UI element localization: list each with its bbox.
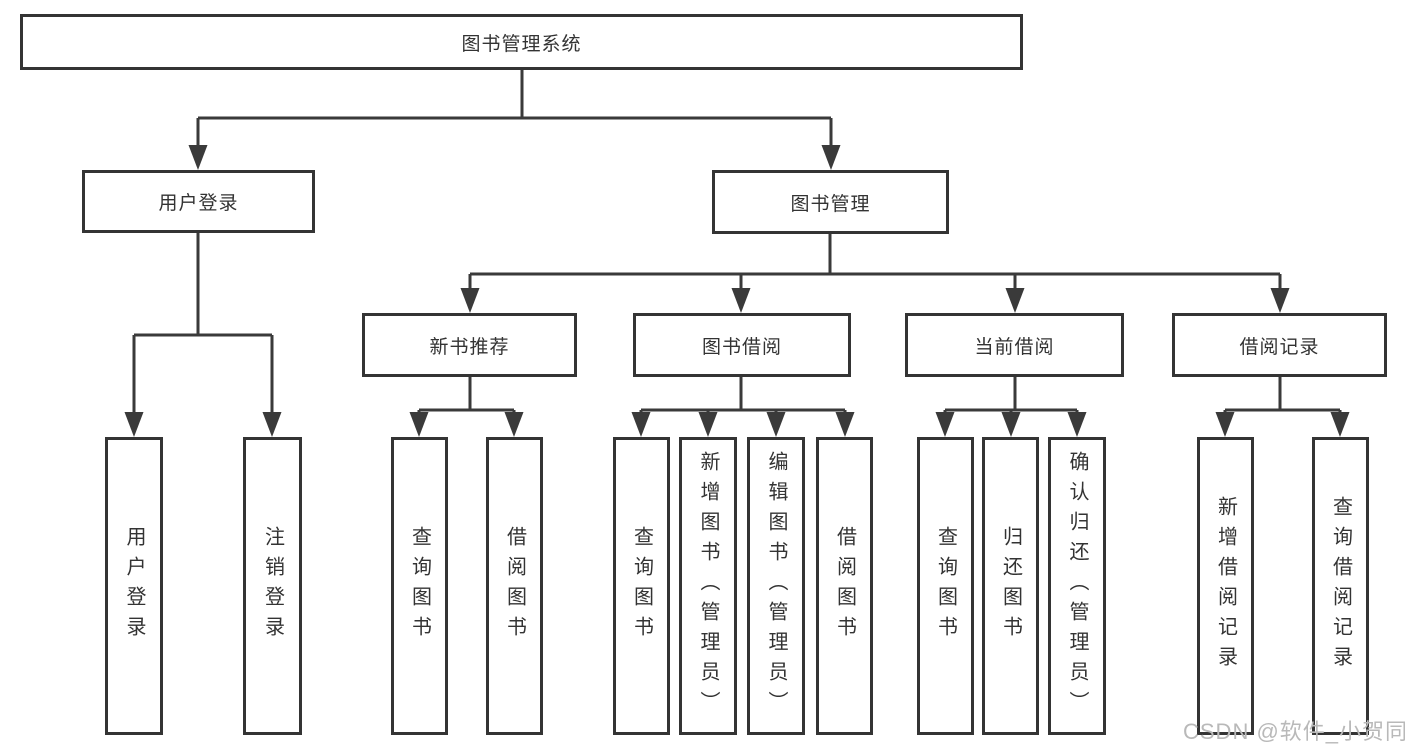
node-borrowing-records-label: 借阅记录 [1239, 336, 1320, 358]
node-new-book-recommend-label: 新书推荐 [429, 336, 510, 358]
leaf-borrow-books-recommend: 借阅图书 [486, 437, 543, 735]
leaf-query-borrow-record-label: 查询借阅记录 [1329, 496, 1352, 676]
leaf-borrow-books: 借阅图书 [816, 437, 873, 735]
leaf-user-login: 用户登录 [105, 437, 163, 735]
leaf-query-borrow-record: 查询借阅记录 [1312, 437, 1369, 735]
leaf-edit-books-admin: 编辑图书（管理员） [747, 437, 805, 735]
node-book-management: 图书管理 [712, 170, 949, 234]
node-user-login-label: 用户登录 [158, 193, 239, 214]
leaf-add-books-admin: 新增图书（管理员） [679, 437, 737, 735]
csdn-watermark: CSDN @软件_小贺同学 [1183, 719, 1405, 744]
leaf-query-books-borrowing-label: 查询图书 [630, 526, 653, 646]
node-book-management-label: 图书管理 [790, 193, 871, 215]
leaf-edit-books-admin-label: 编辑图书（管理员） [765, 451, 787, 721]
leaf-confirm-return-admin-label: 确认归还（管理员） [1066, 451, 1088, 721]
leaf-borrow-books-label: 借阅图书 [833, 526, 856, 646]
node-user-login: 用户登录 [82, 170, 315, 233]
node-borrowing-records: 借阅记录 [1172, 313, 1387, 377]
leaf-query-books-recommend: 查询图书 [391, 437, 448, 735]
leaf-return-books-label: 归还图书 [999, 526, 1022, 646]
node-current-borrowing-label: 当前借阅 [974, 336, 1055, 358]
root-node-library-management-system: 图书管理系统 [20, 14, 1023, 70]
leaf-add-borrow-record-label: 新增借阅记录 [1214, 496, 1237, 676]
leaf-user-login-label: 用户登录 [123, 526, 145, 646]
leaf-query-books-borrowing: 查询图书 [613, 437, 670, 735]
leaf-confirm-return-admin: 确认归还（管理员） [1048, 437, 1106, 735]
root-node-label: 图书管理系统 [461, 33, 582, 55]
leaf-borrow-books-recommend-label: 借阅图书 [503, 526, 526, 646]
leaf-return-books: 归还图书 [982, 437, 1039, 735]
leaf-query-books-recommend-label: 查询图书 [408, 526, 431, 646]
node-book-borrowing-label: 图书借阅 [701, 336, 782, 358]
leaf-add-books-admin-label: 新增图书（管理员） [697, 451, 719, 721]
node-current-borrowing: 当前借阅 [905, 313, 1124, 377]
leaf-logout-label: 注销登录 [261, 526, 284, 646]
node-new-book-recommend: 新书推荐 [362, 313, 577, 377]
leaf-query-books-current-label: 查询图书 [934, 526, 957, 646]
leaf-query-books-current: 查询图书 [917, 437, 974, 735]
leaf-add-borrow-record: 新增借阅记录 [1197, 437, 1254, 735]
node-book-borrowing: 图书借阅 [633, 313, 851, 377]
leaf-logout: 注销登录 [243, 437, 302, 735]
